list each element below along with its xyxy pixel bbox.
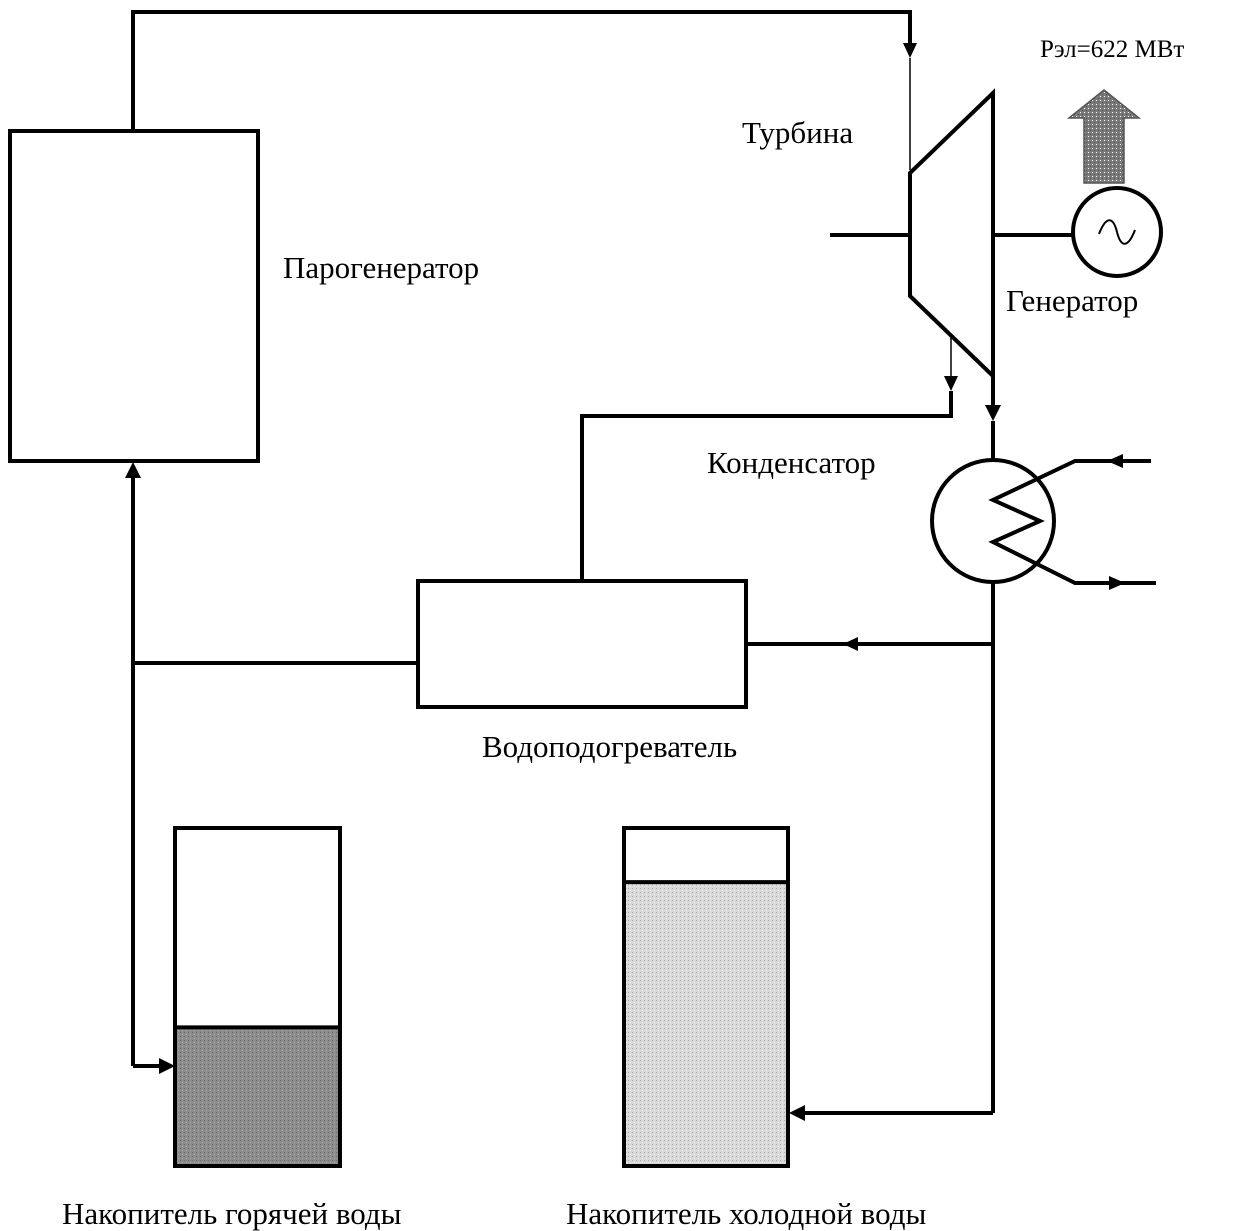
condenser-label: Конденсатор	[707, 445, 876, 480]
hot-water-level	[175, 1027, 340, 1166]
hot-storage-tank	[173, 826, 342, 1168]
generator-circle	[1071, 186, 1163, 278]
condenser-cooling-coil	[988, 459, 1156, 585]
power-output-arrow	[1066, 89, 1142, 184]
steam-inlet-arrow	[903, 43, 917, 58]
turbine-body	[908, 88, 995, 381]
cold-water-storage	[622, 826, 790, 1168]
water-heater-label: Водоподогреватель	[482, 729, 738, 764]
extraction-arrow	[944, 376, 958, 391]
turbine-label: Турбина	[742, 115, 854, 150]
cold-water-level	[624, 882, 788, 1166]
steam-generator-box	[8, 129, 260, 463]
turbine-exhaust-arrow	[985, 405, 1001, 421]
cooling-water-inlet-arrow	[1107, 454, 1123, 468]
power-output-label: Pэл=622 МВт	[1040, 36, 1185, 63]
hot-storage-label: Накопитель горячей воды	[62, 1196, 402, 1231]
generator-label: Генератор	[1006, 283, 1139, 318]
hot-water-storage	[173, 826, 342, 1168]
extraction-line	[580, 391, 953, 581]
cold-storage-inlet-arrow	[789, 1105, 805, 1121]
hot-storage-inlet-arrow	[159, 1058, 175, 1074]
cold-storage-label: Накопитель холодной воды	[566, 1196, 927, 1231]
cold-storage-tank	[622, 826, 790, 1168]
cooling-water-outlet-arrow	[1109, 576, 1125, 590]
steam-generator-feed-arrow	[125, 462, 141, 478]
main-steam-line	[131, 10, 912, 131]
steam-generator-label: Парогенератор	[283, 250, 480, 285]
generator-sine-icon	[1098, 219, 1136, 245]
water-heater-box	[416, 579, 748, 709]
condensate-to-heater-arrow	[843, 637, 858, 651]
